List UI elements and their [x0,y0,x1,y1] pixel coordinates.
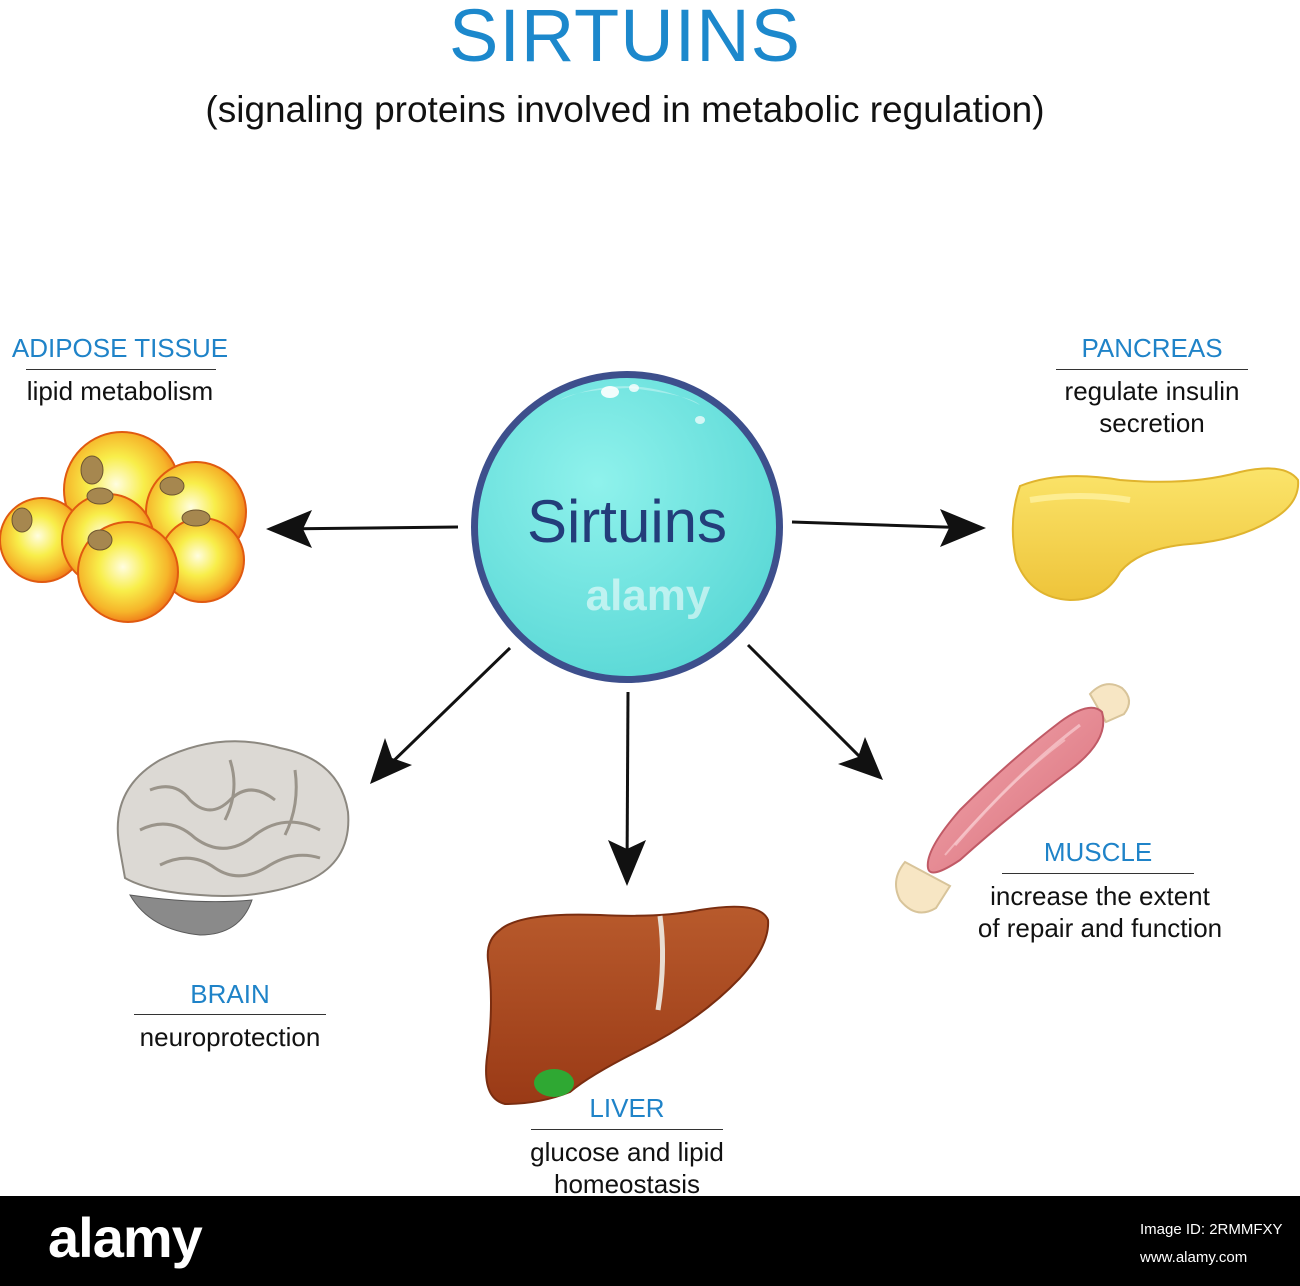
muscle-divider [1002,873,1194,874]
brain-illustration [116,740,350,936]
arrow-to-muscle [746,643,875,772]
arrow-to-adipose [275,525,459,531]
page-subtitle: (signaling proteins involved in metaboli… [205,89,1045,130]
arrow-to-brain-head [370,738,412,784]
adipose-tissue-divider [26,369,216,370]
arrow-to-muscle-head [838,737,883,780]
muscle-description-line-2: of repair and function [977,913,1223,943]
brain-heading: BRAIN [190,979,270,1009]
liver-heading: LIVER [589,1093,665,1123]
sirtuins-circle: Sirtuins alamy [471,371,783,683]
footer-url: www.alamy.com [1140,1249,1248,1266]
liver-description-line-1: glucose and lipid [530,1137,724,1167]
liver-divider [531,1129,723,1130]
watermark-text: alamy [586,571,711,620]
pancreas-description-line-2: secretion [1099,408,1205,438]
arrow-to-pancreas [791,520,975,530]
liver-description-line-2: homeostasis [554,1169,700,1199]
pancreas-heading: PANCREAS [1081,333,1223,363]
muscle-heading: MUSCLE [1043,837,1153,867]
liver-illustration [485,905,770,1106]
muscle-illustration [895,683,1130,914]
arrow-to-brain [378,646,512,776]
footer-bar [0,1196,1300,1286]
pancreas-divider [1056,369,1248,370]
adipose-tissue-heading: ADIPOSE TISSUE [11,333,229,363]
brain-divider [134,1014,326,1015]
footer-image-id: Image ID: 2RMMFXY [1140,1221,1283,1238]
arrow-to-pancreas-head [940,509,986,547]
arrow-to-adipose-head [266,510,312,548]
arrow-to-liver [625,691,630,875]
sirtuins-label: Sirtuins [527,488,727,555]
page-title: SIRTUINS [448,0,802,77]
footer-logo: alamy [48,1206,203,1269]
muscle-description-line-1: increase the extent [990,881,1210,911]
pancreas-illustration [1011,467,1300,602]
pancreas-description-line-1: regulate insulin [1064,376,1240,406]
brain-description: neuroprotection [139,1022,321,1052]
arrows [266,509,986,886]
arrow-to-liver-head [608,840,646,886]
adipose-tissue-description: lipid metabolism [26,376,214,406]
adipose-cells-illustration [0,431,247,623]
